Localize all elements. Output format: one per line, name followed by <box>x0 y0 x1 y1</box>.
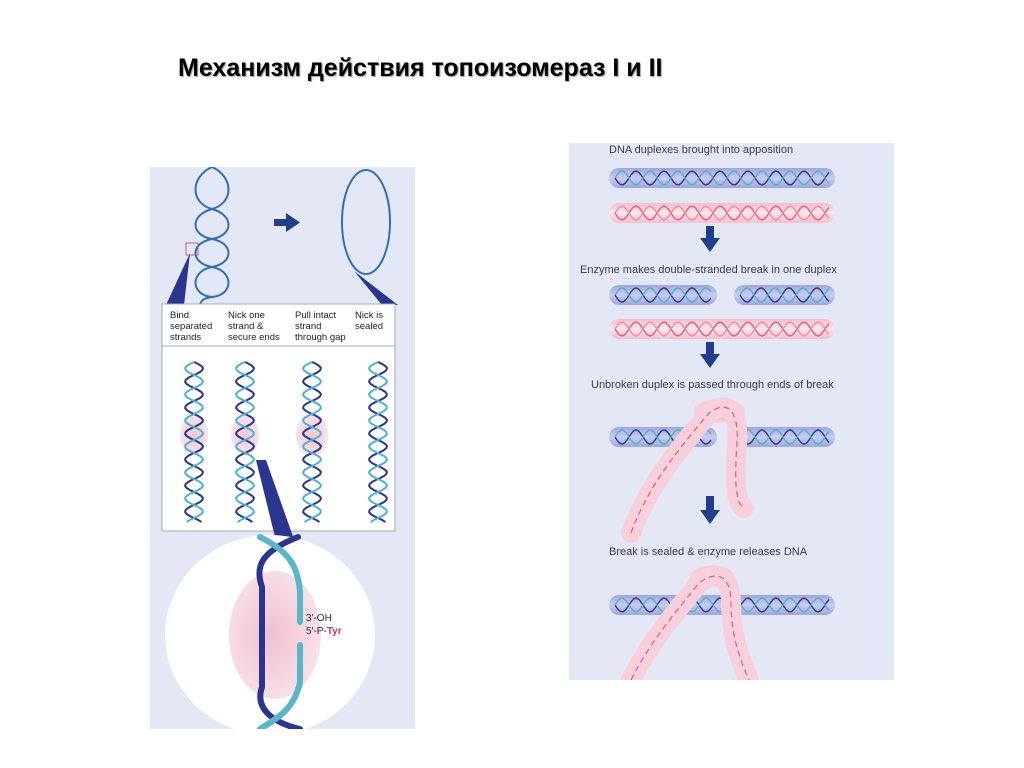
helix-step2 <box>235 361 255 523</box>
helix-strand-2 <box>740 429 830 445</box>
helix-strand-1 <box>302 361 322 523</box>
helix-strand-1 <box>614 205 830 221</box>
helix-strand-1 <box>614 170 830 186</box>
helix-strand-1 <box>184 361 204 523</box>
label-5-p-tyr: 5'-P-Tyr <box>306 626 342 637</box>
step4-line1: Nick is <box>355 310 383 321</box>
pink-helix-bent-3 <box>630 406 745 534</box>
pointer-left <box>166 253 190 305</box>
step2-caption: Enzyme makes double-stranded break in on… <box>580 264 837 276</box>
topoisomerase-1-panel: Bind separated strands Nick one strand &… <box>150 167 415 729</box>
down-arrow-3 <box>700 496 720 524</box>
blue-duplex-2a <box>609 285 717 305</box>
label-tyr: Tyr <box>327 626 342 637</box>
down-arrow-2 <box>700 342 720 368</box>
helix-strand-1 <box>368 361 388 523</box>
step3-line3: through gap <box>295 332 346 343</box>
helix-strand-1 <box>740 429 830 445</box>
helix-strand-2 <box>368 361 388 523</box>
helix-strand-2 <box>614 287 712 303</box>
helix-strand-2 <box>614 321 830 337</box>
supercoiled-dna <box>194 167 230 328</box>
label-5-p: 5'-P- <box>306 626 327 637</box>
pointer-right <box>354 271 398 305</box>
helix-strand-2 <box>614 205 830 221</box>
step1-line2: separated <box>170 321 212 332</box>
helix-step1 <box>184 361 204 523</box>
blue-helix-2b <box>739 287 830 303</box>
highlight-box <box>185 242 199 256</box>
blue-helix-3b <box>740 429 830 445</box>
helix-strand-2 <box>614 170 830 186</box>
step1-line3: strands <box>170 332 201 343</box>
down-arrow-1 <box>700 226 720 252</box>
step2-line2: strand & <box>228 321 264 332</box>
pointer-zoom <box>256 460 296 549</box>
helix-step3 <box>302 361 322 523</box>
blue-helix-1 <box>614 170 830 186</box>
step3-line2: strand <box>295 321 321 332</box>
step3-caption: Unbroken duplex is passed through ends o… <box>591 379 834 391</box>
topo-2-diagram: DNA duplexes brought into apposition Enz… <box>580 144 837 680</box>
zoom-helix <box>256 534 303 729</box>
blue-helix-2a <box>614 287 712 303</box>
helix-strand-2 <box>235 361 255 523</box>
enzyme-blob-2 <box>231 415 259 455</box>
blue-duplex-3b <box>735 427 835 447</box>
relaxed-dna-loop <box>341 169 391 275</box>
pink-duplex-bent-3 <box>621 397 754 543</box>
step3-line1: Pull intact <box>295 310 337 321</box>
step2-line1: Nick one <box>228 310 265 321</box>
pink-helix-1 <box>614 205 830 221</box>
step2-line3: secure ends <box>228 332 280 343</box>
topo-1-diagram: Bind separated strands Nick one strand &… <box>161 167 398 729</box>
step1-caption: DNA duplexes brought into apposition <box>609 144 793 156</box>
pink-duplex-bent-4 <box>621 566 759 680</box>
page-title: Механизм действия топоизомераз I и II <box>178 54 663 82</box>
step4-caption: Break is sealed & enzyme releases DNA <box>609 546 808 558</box>
step1-line1: Bind <box>170 310 189 321</box>
enzyme-blob-3 <box>296 413 328 457</box>
helix-strand-1 <box>739 287 830 303</box>
topoisomerase-2-panel: DNA duplexes brought into apposition Enz… <box>569 143 894 680</box>
helix-strand-2 <box>184 361 204 523</box>
helix-strand-1 <box>614 287 712 303</box>
blue-duplex-2b <box>734 285 835 305</box>
step4-line2: sealed <box>355 321 383 332</box>
helix-strand-1 <box>235 361 255 523</box>
helix-strand-2 <box>302 361 322 523</box>
enzyme-blob-1 <box>180 415 208 455</box>
helix-strand-1 <box>614 321 830 337</box>
helix-strand-2 <box>739 287 830 303</box>
helix-step4 <box>368 361 388 523</box>
pink-helix-bent-4 <box>630 575 750 680</box>
right-arrow <box>274 213 300 232</box>
label-3-oh: 3'-OH <box>306 613 332 624</box>
pink-helix-2 <box>614 321 830 337</box>
